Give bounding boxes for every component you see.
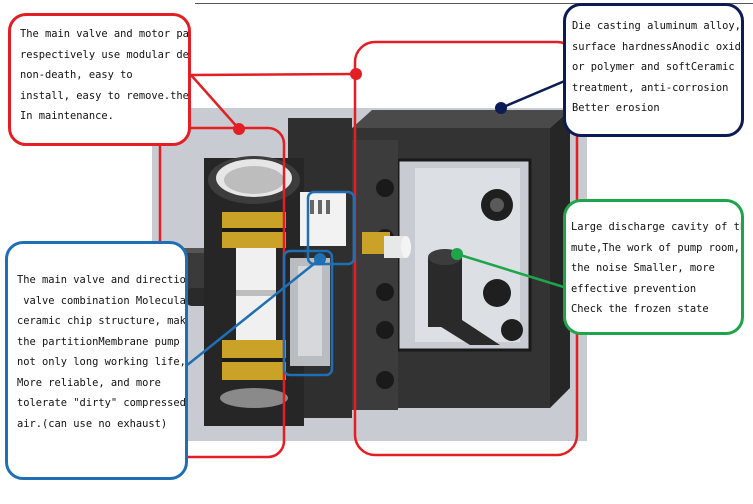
callout-line: surface hardnessAnodic oxidation, xyxy=(572,40,741,53)
blue-dot xyxy=(314,253,326,265)
callout-line: the partitionMembrane pump xyxy=(17,335,180,348)
callout-line: Check the frozen state xyxy=(571,303,709,315)
callout-line: Better erosion xyxy=(572,102,660,114)
callout-line: ceramic chip structure, make xyxy=(17,315,188,327)
red-leader-1 xyxy=(190,74,240,130)
red-dot-1 xyxy=(233,123,245,135)
callout-line: respectively use modular design, xyxy=(20,48,189,61)
valve-cylinder xyxy=(204,156,304,426)
callout-line: Die casting aluminum alloy, xyxy=(572,20,741,32)
blue-leader xyxy=(185,258,321,367)
navy-dot xyxy=(495,102,507,114)
callout-line: or polymer and softCeramic surface xyxy=(572,61,741,73)
callout-line: The main valve and directional xyxy=(17,274,188,286)
callout-line: In maintenance. xyxy=(20,110,114,122)
callout-directional-valve: The main valve and directional valve com… xyxy=(5,241,188,480)
callout-line: treatment, anti-corrosion xyxy=(572,81,729,94)
callout-discharge-cavity: Large discharge cavity of the mute,The w… xyxy=(563,199,744,335)
callout-die-casting: Die casting aluminum alloy, surface hard… xyxy=(563,3,744,137)
callout-line: More reliable, and more xyxy=(17,376,161,389)
callout-line: non-death, easy to xyxy=(20,69,133,81)
callout-line: Large discharge cavity of the xyxy=(571,221,744,233)
callout-line: valve combination Molecular xyxy=(17,294,188,307)
red-leader-2 xyxy=(190,72,357,77)
callout-line: air.(can use no exhaust) xyxy=(17,417,168,430)
callout-main-valve: The main valve and motor parts respectiv… xyxy=(8,13,191,146)
directional-valve xyxy=(290,192,346,366)
green-dot xyxy=(451,248,463,260)
blue-outline-spool xyxy=(282,249,334,377)
callout-line: install, easy to remove.then xyxy=(20,89,191,102)
callout-line: tolerate "dirty" compressed xyxy=(17,397,186,409)
callout-line: effective prevention xyxy=(571,282,697,295)
callout-line: mute,The work of pump room, xyxy=(571,241,740,254)
callout-line: not only long working life, xyxy=(17,356,186,368)
callout-line: The main valve and motor parts xyxy=(20,28,191,40)
callout-line: the noise Smaller, more xyxy=(571,262,715,274)
navy-leader xyxy=(500,78,568,110)
green-leader xyxy=(456,252,568,290)
red-dot-2 xyxy=(350,68,362,80)
